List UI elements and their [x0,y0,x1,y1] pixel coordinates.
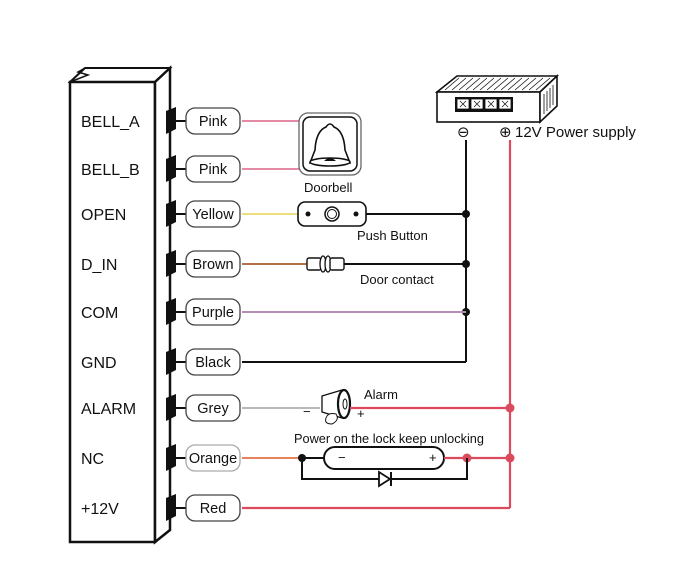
terminal-connector-icon [166,348,176,375]
terminal-label: GND [81,355,117,372]
terminal-connector-icon [166,394,176,421]
wire-color-label: Brown [192,257,233,273]
wire-color-tag [185,298,241,326]
alarm-minus: − [303,404,311,419]
wire-color-label: Pink [199,162,228,178]
wire-color-tag [185,494,241,522]
wire-color-tag [185,444,241,472]
terminal-label: BELL_A [81,114,140,131]
power-supply-icon [434,74,560,124]
wire-color-label: Black [195,355,231,371]
alarm-label: Alarm [364,387,398,402]
terminal-label: +12V [81,501,119,518]
power-supply-label: 12V Power supply [515,124,636,141]
terminal-label: D_IN [81,257,117,274]
controller-unit [67,65,173,545]
terminal-connector-icon [166,250,176,277]
terminal-connector-icon [166,298,176,325]
doorbell-label: Doorbell [304,180,353,195]
wire-color-tag [185,200,241,228]
wire-color-label: Purple [192,305,234,321]
terminal-row: D_IN Brown [81,250,241,278]
terminal-row: ALARM Grey [81,394,241,422]
terminal-label: BELL_B [81,162,140,179]
wire-color-tag [185,155,241,183]
lock-plus: + [429,450,437,465]
terminal-row: NC Orange [81,444,241,472]
terminal-connector-icon [166,494,176,521]
doorbell-icon [298,112,362,176]
lock-minus: − [338,450,346,465]
terminal-row: COM Purple [81,298,241,326]
terminal-row: GND Black [81,348,241,376]
psu-plus-icon: ⊕ [499,123,512,141]
diode-icon [301,458,468,488]
alarm-plus: + [357,406,365,421]
alarm-siren-icon [321,388,352,425]
terminal-connector-icon [166,444,176,471]
wire-color-tag [185,348,241,376]
terminal-connector-icon [166,200,176,227]
wire-color-tag [185,107,241,135]
door-contact-icon [306,255,345,273]
terminal-row: BELL_B Pink [81,155,241,183]
terminal-row: +12V Red [81,494,241,522]
wire-color-label: Orange [189,451,237,467]
push-button-icon [297,201,367,227]
push-button-label: Push Button [357,228,428,243]
power-bus [242,140,515,510]
terminal-row: BELL_A Pink [81,107,241,135]
terminal-connector-icon [166,107,176,134]
terminal-label: ALARM [81,401,136,418]
terminal-label: COM [81,305,118,322]
lock-caption: Power on the lock keep unlocking [294,431,484,446]
wire-color-tag [185,250,241,278]
wire-color-tag [185,394,241,422]
wire-color-label: Red [200,501,227,517]
terminal-row: OPEN Yellow [81,200,241,228]
wire-color-label: Grey [197,401,229,417]
terminal-label: OPEN [81,207,126,224]
terminal-connector-icon [166,155,176,182]
wire-color-label: Pink [199,114,228,130]
terminal-label: NC [81,451,104,468]
door-contact-label: Door contact [360,272,434,287]
psu-minus-icon: ⊖ [457,123,470,141]
wire-color-label: Yellow [192,207,234,223]
